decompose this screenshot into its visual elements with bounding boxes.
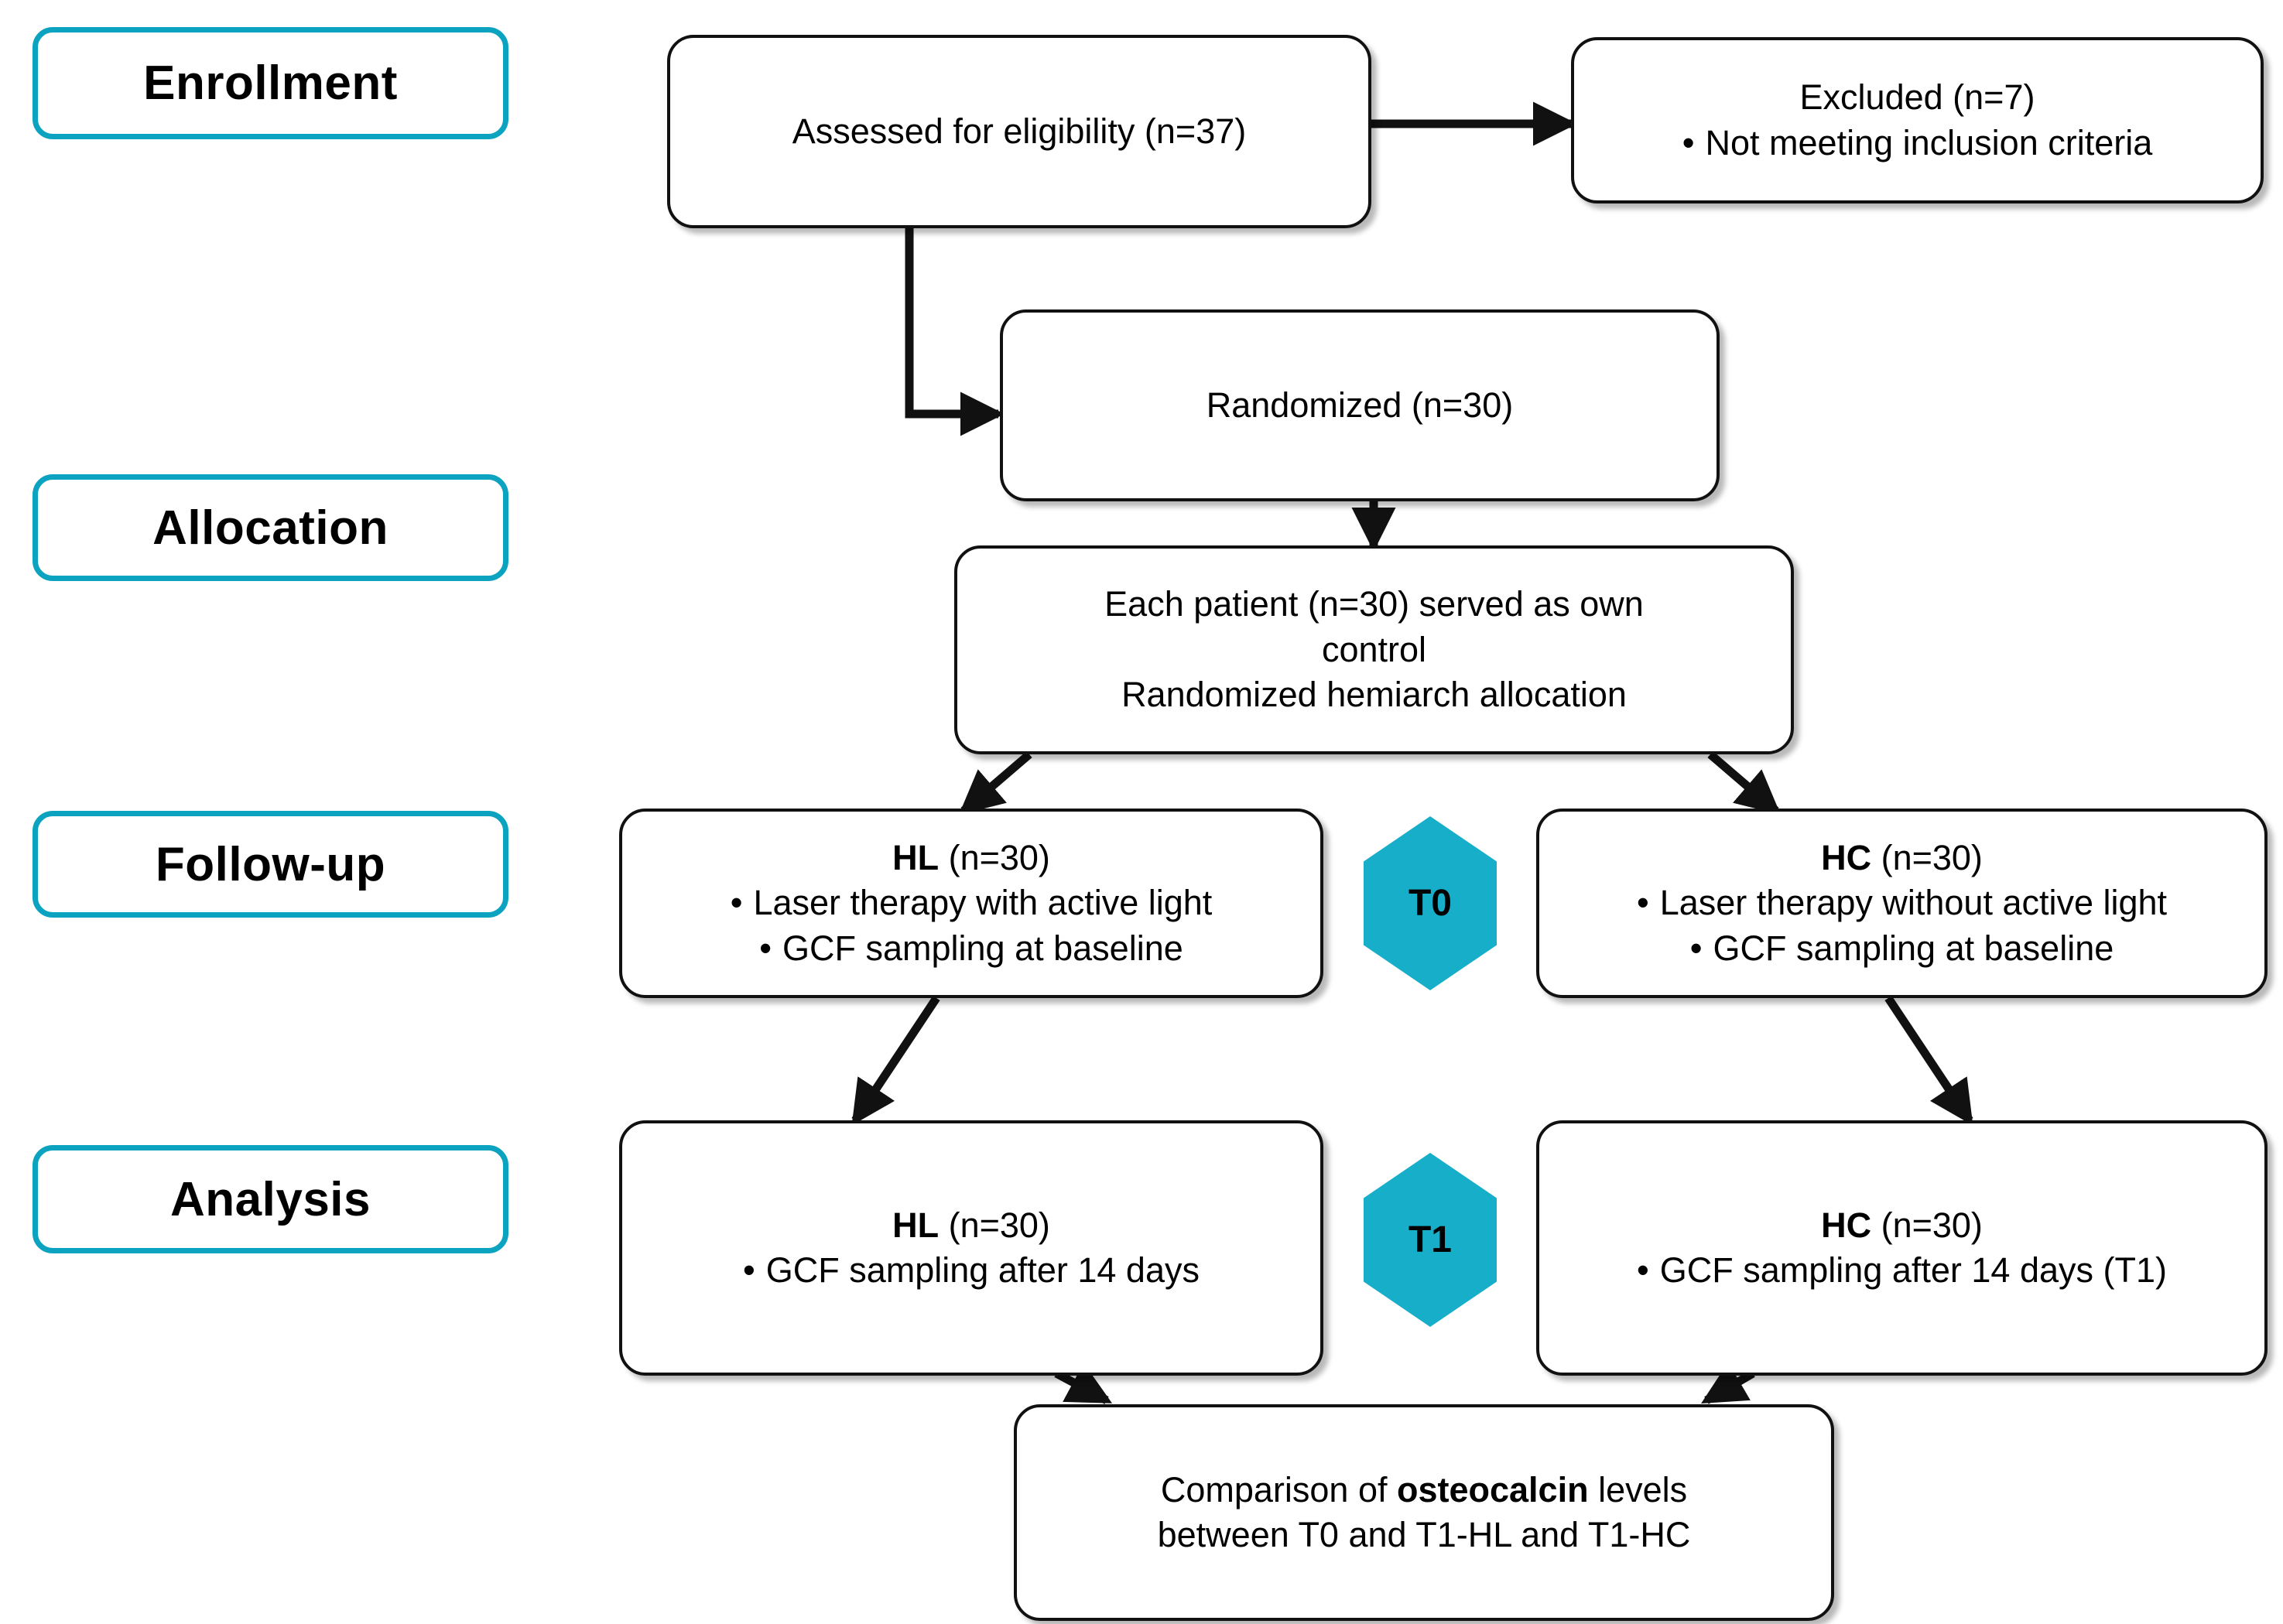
arrow-allocation-to-hl <box>958 750 1032 815</box>
hl-followup-group: HL <box>892 837 940 877</box>
stage-label-allocation: Allocation <box>33 474 508 581</box>
allocation-line-1: Each patient (n=30) served as own <box>1104 584 1644 624</box>
node-randomized: Randomized (n=30) <box>1000 309 1720 501</box>
node-comparison: Comparison of osteocalcin levels between… <box>1014 1404 1834 1621</box>
hc-followup-title: HC (n=30) <box>1821 836 1983 881</box>
hc-analysis-bullet-1: GCF sampling after 14 days (T1) <box>1637 1248 2167 1294</box>
stage-label-enrollment: Enrollment <box>33 27 508 139</box>
time-marker-t0: T0 <box>1364 816 1497 990</box>
node-excluded: Excluded (n=7) Not meeting inclusion cri… <box>1571 37 2264 203</box>
time-marker-t1: T1 <box>1364 1153 1497 1327</box>
hl-analysis-group: HL <box>892 1205 940 1245</box>
time-marker-t0-label: T0 <box>1408 883 1452 924</box>
hc-followup-group: HC <box>1821 837 1872 877</box>
allocation-line-3: Randomized hemiarch allocation <box>1121 675 1627 715</box>
stage-label-followup-text: Follow-up <box>155 837 386 891</box>
excluded-bullet-1: Not meeting inclusion criteria <box>1682 121 2153 166</box>
hl-analysis-title: HL (n=30) <box>892 1203 1050 1249</box>
arrow-assessed-to-randomized <box>905 228 1005 436</box>
node-hl-followup: HL (n=30) Laser therapy with active ligh… <box>619 809 1323 998</box>
hl-followup-bullet-2: GCF sampling at baseline <box>759 926 1183 972</box>
stage-label-analysis-text: Analysis <box>169 1172 371 1226</box>
randomized-text: Randomized (n=30) <box>1206 385 1514 425</box>
arrow-hc-followup-to-hc-analysis <box>1884 995 1973 1126</box>
stage-label-enrollment-text: Enrollment <box>143 56 398 110</box>
hl-followup-bullet-1: Laser therapy with active light <box>731 880 1212 926</box>
time-marker-t1-label: T1 <box>1408 1219 1452 1260</box>
hl-followup-title: HL (n=30) <box>892 836 1050 881</box>
hc-followup-bullet-2: GCF sampling at baseline <box>1690 926 2114 972</box>
node-hc-followup: HC (n=30) Laser therapy without active l… <box>1536 809 2268 998</box>
comparison-line-2: between T0 and T1-HL and T1-HC <box>1157 1515 1691 1554</box>
stage-label-allocation-text: Allocation <box>152 501 388 555</box>
node-hl-analysis: HL (n=30) GCF sampling after 14 days <box>619 1120 1323 1376</box>
comparison-line-1-bold: osteocalcin <box>1396 1469 1589 1509</box>
arrow-hl-followup-to-hl-analysis <box>851 995 940 1126</box>
allocation-line-2: control <box>1321 629 1427 669</box>
arrow-hc-analysis-to-comparison <box>1701 1362 1755 1404</box>
hl-analysis-count: (n=30) <box>939 1205 1050 1245</box>
stage-label-analysis: Analysis <box>33 1145 508 1253</box>
arrow-allocation-to-hc <box>1707 750 1782 815</box>
hc-analysis-group: HC <box>1821 1205 1872 1245</box>
assessed-text: Assessed for eligibility (n=37) <box>792 111 1247 151</box>
hl-analysis-bullet-1: GCF sampling after 14 days <box>743 1248 1200 1294</box>
node-assessed-for-eligibility: Assessed for eligibility (n=37) <box>667 35 1371 228</box>
comparison-line-1-post: levels <box>1588 1469 1688 1509</box>
hc-analysis-title: HC (n=30) <box>1821 1203 1983 1249</box>
comparison-line-1: Comparison of osteocalcin levels <box>1161 1468 1687 1513</box>
node-hc-analysis: HC (n=30) GCF sampling after 14 days (T1… <box>1536 1120 2268 1376</box>
hc-followup-bullet-1: Laser therapy without active light <box>1637 880 2167 926</box>
hc-followup-count: (n=30) <box>1871 837 1983 877</box>
comparison-line-1-pre: Comparison of <box>1160 1469 1397 1509</box>
arrow-hl-analysis-to-comparison <box>1054 1362 1113 1404</box>
hl-followup-count: (n=30) <box>939 837 1050 877</box>
node-allocation-detail: Each patient (n=30) served as own contro… <box>954 545 1794 754</box>
hc-analysis-count: (n=30) <box>1871 1205 1983 1245</box>
stage-label-followup: Follow-up <box>33 811 508 918</box>
excluded-title: Excluded (n=7) <box>1799 77 2035 117</box>
